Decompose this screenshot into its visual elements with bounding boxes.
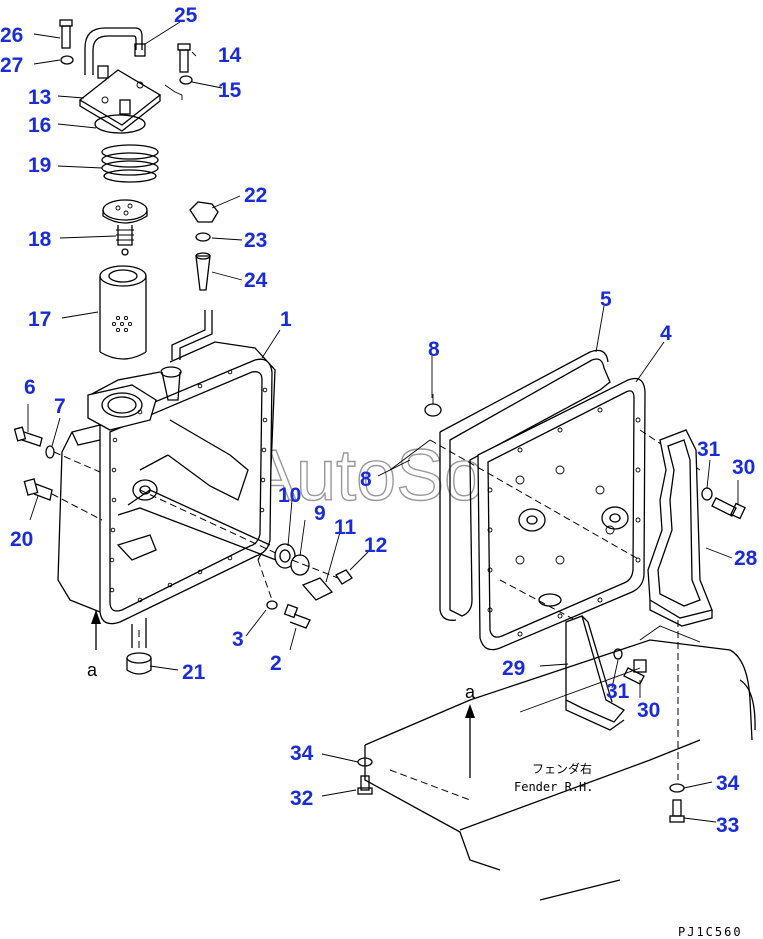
callout-30-lower: 30	[637, 699, 660, 722]
filter-element	[99, 265, 147, 360]
cover-plate-4	[477, 377, 646, 651]
callout-15: 15	[218, 79, 242, 102]
callout-25: 25	[174, 4, 198, 27]
bracket-28	[647, 429, 713, 627]
callout-17: 17	[28, 308, 51, 331]
callout-11: 11	[334, 516, 357, 539]
fender-label-jp: フェンダ右	[532, 761, 592, 776]
filler-pipe	[171, 310, 206, 360]
callout-18: 18	[28, 228, 52, 251]
callout-2: 2	[270, 652, 282, 675]
washer-31-upper	[701, 487, 713, 501]
fender-label-en: Fender R.H.	[514, 780, 593, 794]
callout-22: 22	[244, 184, 267, 207]
callout-8-lower: 8	[360, 468, 372, 491]
callout-12: 12	[364, 534, 387, 557]
nut-12	[335, 569, 353, 585]
callout-1: 1	[280, 308, 292, 331]
bolt-2	[283, 603, 311, 629]
fender-outline	[364, 625, 756, 901]
bolt-26	[59, 19, 73, 49]
washer-15	[179, 75, 193, 85]
plug-9	[290, 554, 310, 576]
view-marker-right: a	[465, 682, 476, 702]
callout-34-right: 34	[716, 772, 740, 795]
callout-20: 20	[10, 528, 33, 551]
frame-bolt-holes	[109, 369, 268, 603]
bolt-32	[357, 775, 373, 795]
callout-9: 9	[314, 502, 326, 525]
bolt-14	[177, 43, 191, 73]
view-marker-left: a	[87, 660, 98, 680]
callout-4: 4	[660, 322, 672, 345]
bracket-29	[565, 615, 626, 731]
spring	[101, 144, 159, 183]
callout-30-upper: 30	[732, 456, 755, 479]
washer-3	[266, 600, 278, 610]
callout-19: 19	[28, 154, 51, 177]
callout-31-lower: 31	[606, 680, 630, 703]
strainer	[195, 255, 211, 291]
callout-26: 26	[0, 24, 23, 47]
callout-24: 24	[244, 269, 268, 292]
washer-31-lower	[613, 648, 623, 660]
handle-part	[84, 27, 143, 75]
plug-8-upper	[424, 403, 442, 417]
callout-33: 33	[716, 814, 739, 837]
callout-5: 5	[600, 288, 612, 311]
callout-27: 27	[0, 54, 23, 77]
callout-10: 10	[278, 484, 301, 507]
cover-plate	[78, 69, 162, 126]
drain-plug	[126, 652, 152, 675]
gasket-5	[439, 349, 611, 621]
bolt-30-upper	[711, 497, 746, 520]
callout-31-upper: 31	[697, 438, 721, 461]
washer-34-right	[669, 783, 685, 793]
callout-14: 14	[218, 44, 242, 67]
callout-3: 3	[232, 628, 244, 651]
washer-27	[60, 55, 74, 65]
leader-lines	[27, 21, 739, 823]
tank-body	[57, 341, 277, 648]
callout-23: 23	[244, 229, 267, 252]
bolt-6	[13, 426, 43, 447]
callout-29: 29	[502, 657, 525, 680]
plate-11	[301, 577, 334, 601]
callout-16: 16	[28, 114, 51, 137]
bolt-33	[669, 799, 685, 823]
callout-7: 7	[54, 395, 66, 418]
bolt-20	[23, 478, 53, 501]
filler-cap	[189, 201, 219, 223]
gasket-ring	[94, 114, 146, 134]
o-ring	[195, 232, 211, 242]
drawing-code: PJ1C560	[678, 925, 743, 939]
valve	[102, 199, 148, 256]
callout-28: 28	[734, 547, 758, 570]
callout-21: 21	[182, 661, 206, 684]
callout-13: 13	[28, 86, 51, 109]
callout-6: 6	[24, 376, 36, 399]
callout-8-upper: 8	[428, 338, 440, 361]
callout-labels: 1 2 3 4 5 6 7 8 8 9 10 11 12 13 14 15 16…	[0, 4, 758, 837]
washer-7	[45, 445, 55, 459]
callout-32: 32	[290, 787, 313, 810]
callout-34-left: 34	[290, 742, 314, 765]
